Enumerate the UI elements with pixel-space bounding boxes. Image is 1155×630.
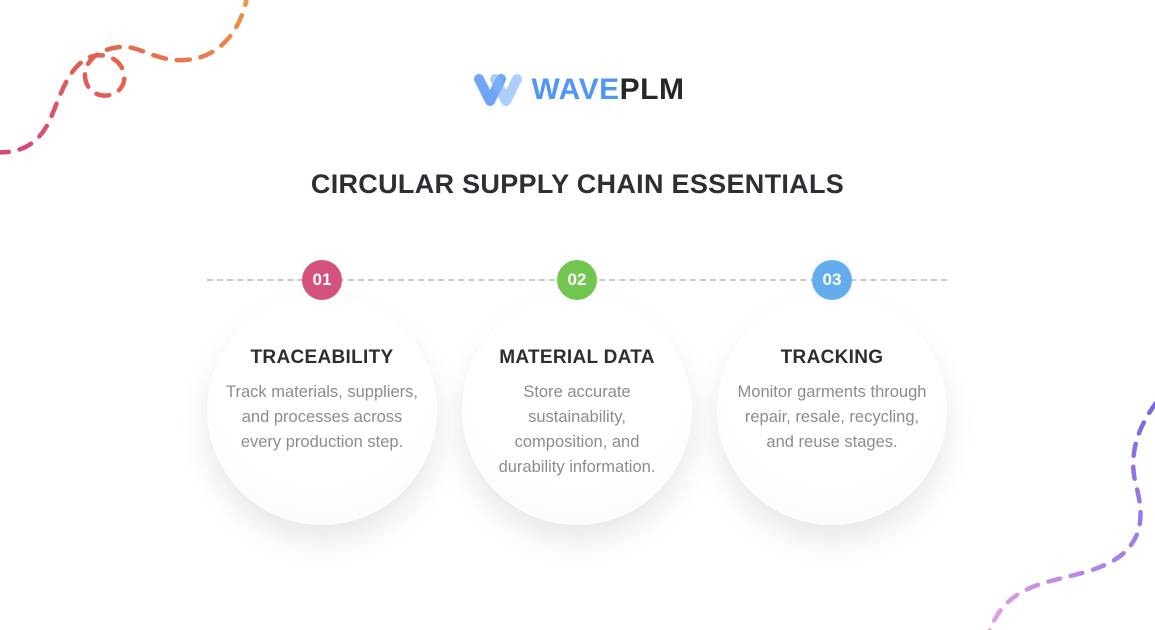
step-heading: TRACEABILITY — [250, 347, 394, 368]
step-badge-02: 02 — [557, 260, 597, 300]
step-badge-03: 03 — [812, 260, 852, 300]
bottom-right-dashed-curve-decoration — [987, 400, 1155, 630]
step-heading: MATERIAL DATA — [499, 347, 655, 368]
step-number: 02 — [567, 270, 587, 289]
step-number: 01 — [312, 270, 332, 289]
step-description: Track materials, suppliers, and processe… — [226, 383, 418, 451]
waveplm-logo: WAVEPLM — [471, 70, 685, 110]
logo-text-plm: PLM — [619, 73, 685, 106]
logo-wordmark: WAVEPLM — [532, 73, 685, 107]
page-title: CIRCULAR SUPPLY CHAIN ESSENTIALS — [310, 169, 845, 199]
step-badge-01: 01 — [302, 260, 342, 300]
logo-text-wave: WAVE — [531, 73, 620, 106]
step-description: Store accurate sustainability, compositi… — [498, 383, 656, 476]
step-card-traceability: TRACEABILITY Track materials, suppliers,… — [207, 295, 437, 525]
step-card-material-data: MATERIAL DATA Store accurate sustainabil… — [462, 295, 692, 525]
step-heading: TRACKING — [780, 347, 884, 368]
top-left-dashed-curve-decoration — [0, 0, 249, 155]
wave-logo-icon — [473, 74, 522, 106]
step-description: Monitor garments through repair, resale,… — [737, 383, 927, 451]
step-card-tracking: TRACKING Monitor garments through repair… — [717, 295, 947, 525]
step-number: 03 — [822, 270, 842, 289]
